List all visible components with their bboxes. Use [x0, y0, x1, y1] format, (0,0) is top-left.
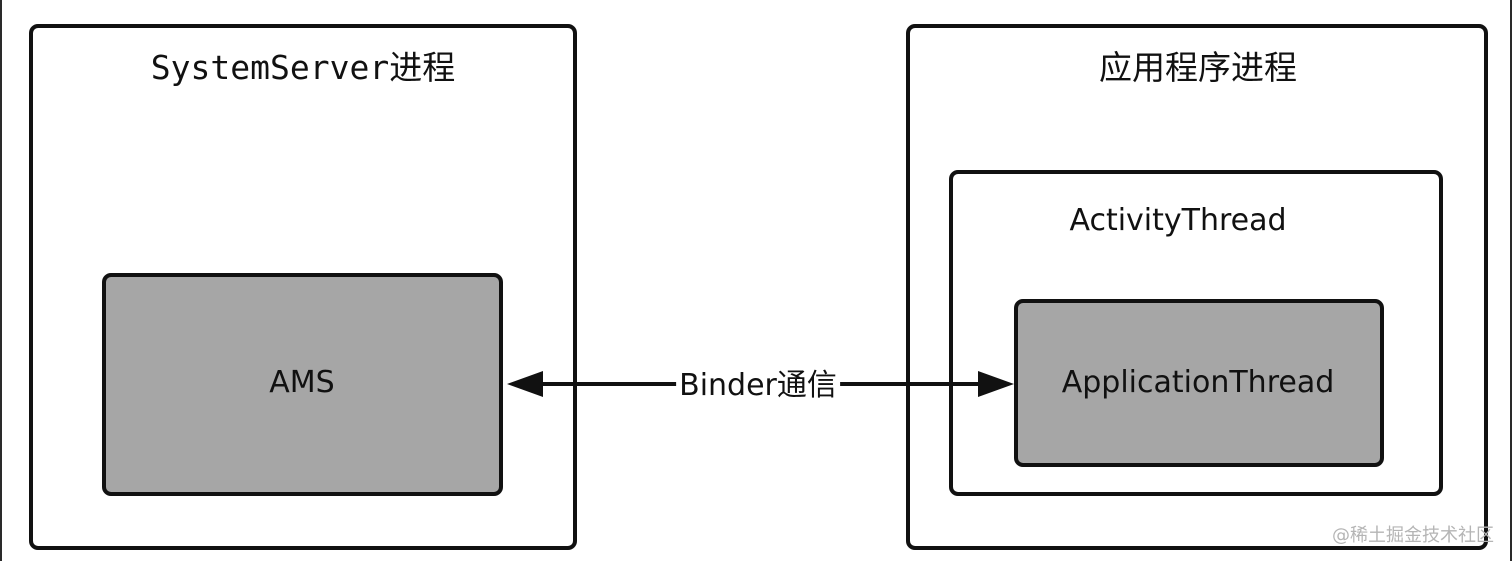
activity-thread-label: ActivityThread — [1069, 203, 1287, 238]
watermark-text: @稀土掘金技术社区 — [1332, 525, 1494, 546]
ams-label: AMS — [269, 365, 335, 400]
arrowhead-left-icon — [507, 371, 543, 397]
binder-edge-label: Binder通信 — [676, 369, 840, 403]
left-frame-edge — [0, 0, 2, 561]
app-process-title: 应用程序进程 — [1099, 48, 1297, 87]
ams-box — [102, 273, 503, 496]
arrowhead-right-icon — [978, 371, 1014, 397]
application-thread-box — [1014, 299, 1384, 467]
system-server-process-title: SystemServer进程 — [150, 48, 456, 87]
right-frame-edge — [1510, 0, 1512, 561]
application-thread-label: ApplicationThread — [1061, 365, 1335, 400]
